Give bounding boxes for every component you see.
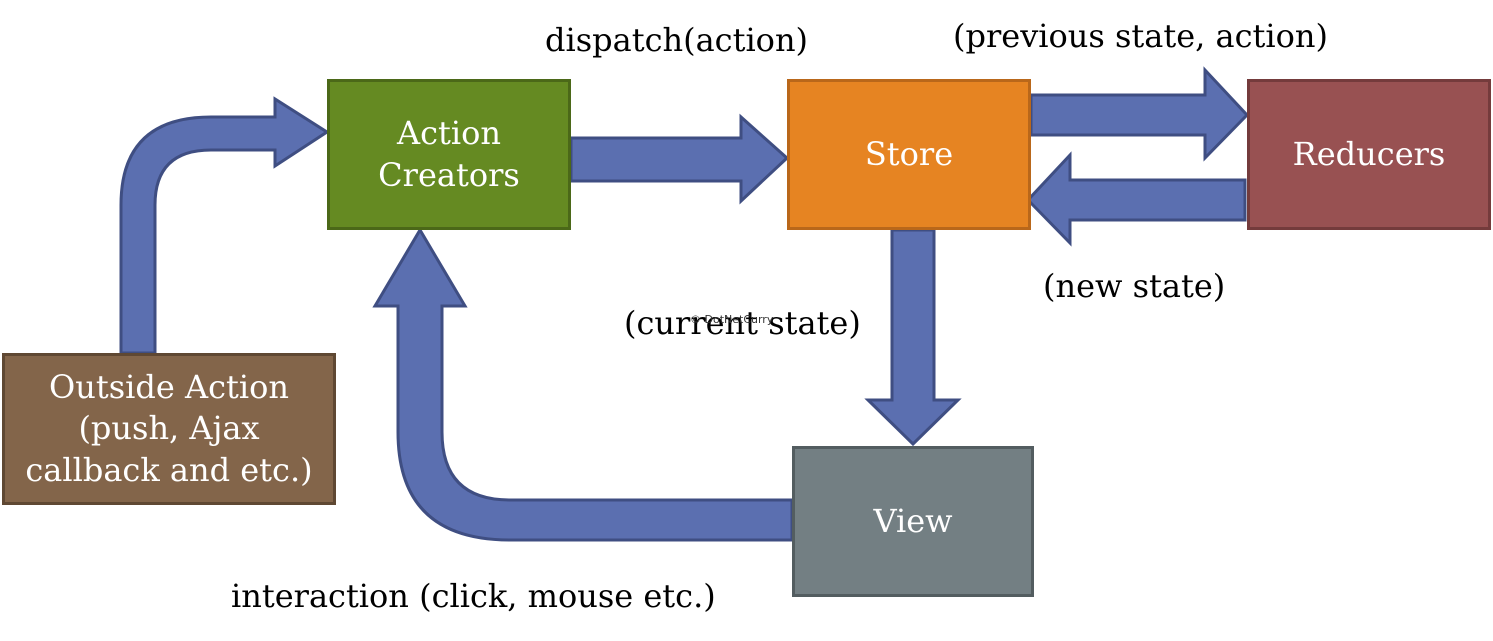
arrow-new-state <box>1025 151 1247 247</box>
previous-state-label: (previous state, action) <box>953 17 1328 55</box>
arrow-interaction <box>372 227 794 542</box>
outside-action-box: Outside Action (push, Ajax callback and … <box>2 353 336 505</box>
watermark: © DotNetCurry <box>690 313 774 326</box>
arrow-outside-to-action-creators <box>119 96 330 355</box>
current-state-label: (current state) <box>624 304 861 342</box>
arrow-dispatch <box>569 113 790 205</box>
reducers-box: Reducers <box>1247 79 1491 230</box>
interaction-label: interaction (click, mouse etc.) <box>231 577 716 615</box>
view-box: View <box>792 446 1034 597</box>
store-box: Store <box>787 79 1031 230</box>
new-state-label: (new state) <box>1043 267 1226 305</box>
arrow-current-state <box>864 228 962 447</box>
action-creators-box: Action Creators <box>327 79 571 230</box>
dispatch-label: dispatch(action) <box>545 21 809 59</box>
arrow-to-reducers <box>1029 66 1250 162</box>
